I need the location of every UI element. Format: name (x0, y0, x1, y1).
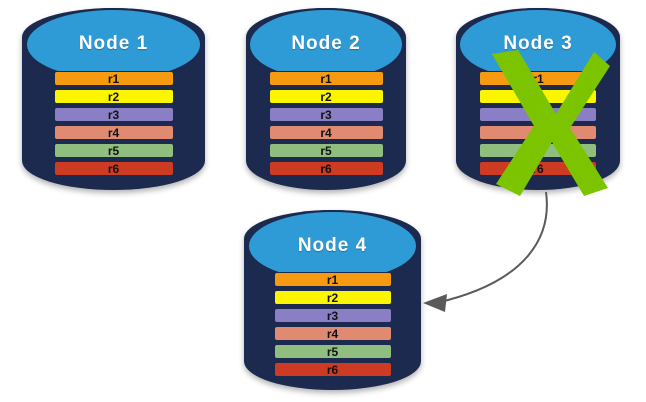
node-3[interactable]: Node 3 r1 r2 r3 r4 r5 r6 (456, 8, 620, 196)
node-2-row-r1[interactable]: r1 (268, 71, 384, 86)
node-4-row-r1[interactable]: r1 (273, 272, 392, 287)
node-4-row-r4[interactable]: r4 (273, 326, 392, 341)
node-2-row-r6[interactable]: r6 (268, 161, 384, 176)
node-4-row-r3[interactable]: r3 (273, 308, 392, 323)
node-2-row-r4[interactable]: r4 (268, 125, 384, 140)
node-3-row-r1[interactable]: r1 (479, 71, 597, 86)
node-1-row-r3[interactable]: r3 (53, 107, 174, 122)
node-4-rows: r1 r2 r3 r4 r5 r6 (244, 272, 421, 382)
node-3-row-r6[interactable]: r6 (479, 161, 597, 176)
node-1[interactable]: Node 1 r1 r2 r3 r4 r5 r6 (22, 8, 205, 190)
node-4-cylinder-top (246, 210, 419, 282)
node-4-row-r2[interactable]: r2 (273, 290, 392, 305)
node-1-row-r4[interactable]: r4 (53, 125, 174, 140)
node-1-cylinder-top (24, 8, 203, 81)
node-3-row-r3[interactable]: r3 (479, 107, 597, 122)
node-1-row-r1[interactable]: r1 (53, 71, 174, 86)
node-2-cylinder-top (248, 8, 404, 81)
node-3-row-r4[interactable]: r4 (479, 125, 597, 140)
node-2[interactable]: Node 2 r1 r2 r3 r4 r5 r6 (246, 8, 406, 190)
node-4-row-r6[interactable]: r6 (273, 362, 392, 377)
node-1-row-r5[interactable]: r5 (53, 143, 174, 158)
node-4-row-r5[interactable]: r5 (273, 344, 392, 359)
node-3-rows: r1 r2 r3 r4 r5 r6 (456, 71, 620, 181)
node-1-rows: r1 r2 r3 r4 r5 r6 (22, 71, 205, 181)
node-1-row-r6[interactable]: r6 (53, 161, 174, 176)
node-3-cylinder-top (458, 8, 618, 81)
node-1-row-r2[interactable]: r2 (53, 89, 174, 104)
node-2-row-r3[interactable]: r3 (268, 107, 384, 122)
node-4[interactable]: Node 4 r1 r2 r3 r4 r5 r6 (244, 210, 421, 390)
node-2-row-r2[interactable]: r2 (268, 89, 384, 104)
node-2-row-r5[interactable]: r5 (268, 143, 384, 158)
node-2-rows: r1 r2 r3 r4 r5 r6 (246, 71, 406, 181)
node-3-row-r5[interactable]: r5 (479, 143, 597, 158)
node-3-row-r2[interactable]: r2 (479, 89, 597, 104)
